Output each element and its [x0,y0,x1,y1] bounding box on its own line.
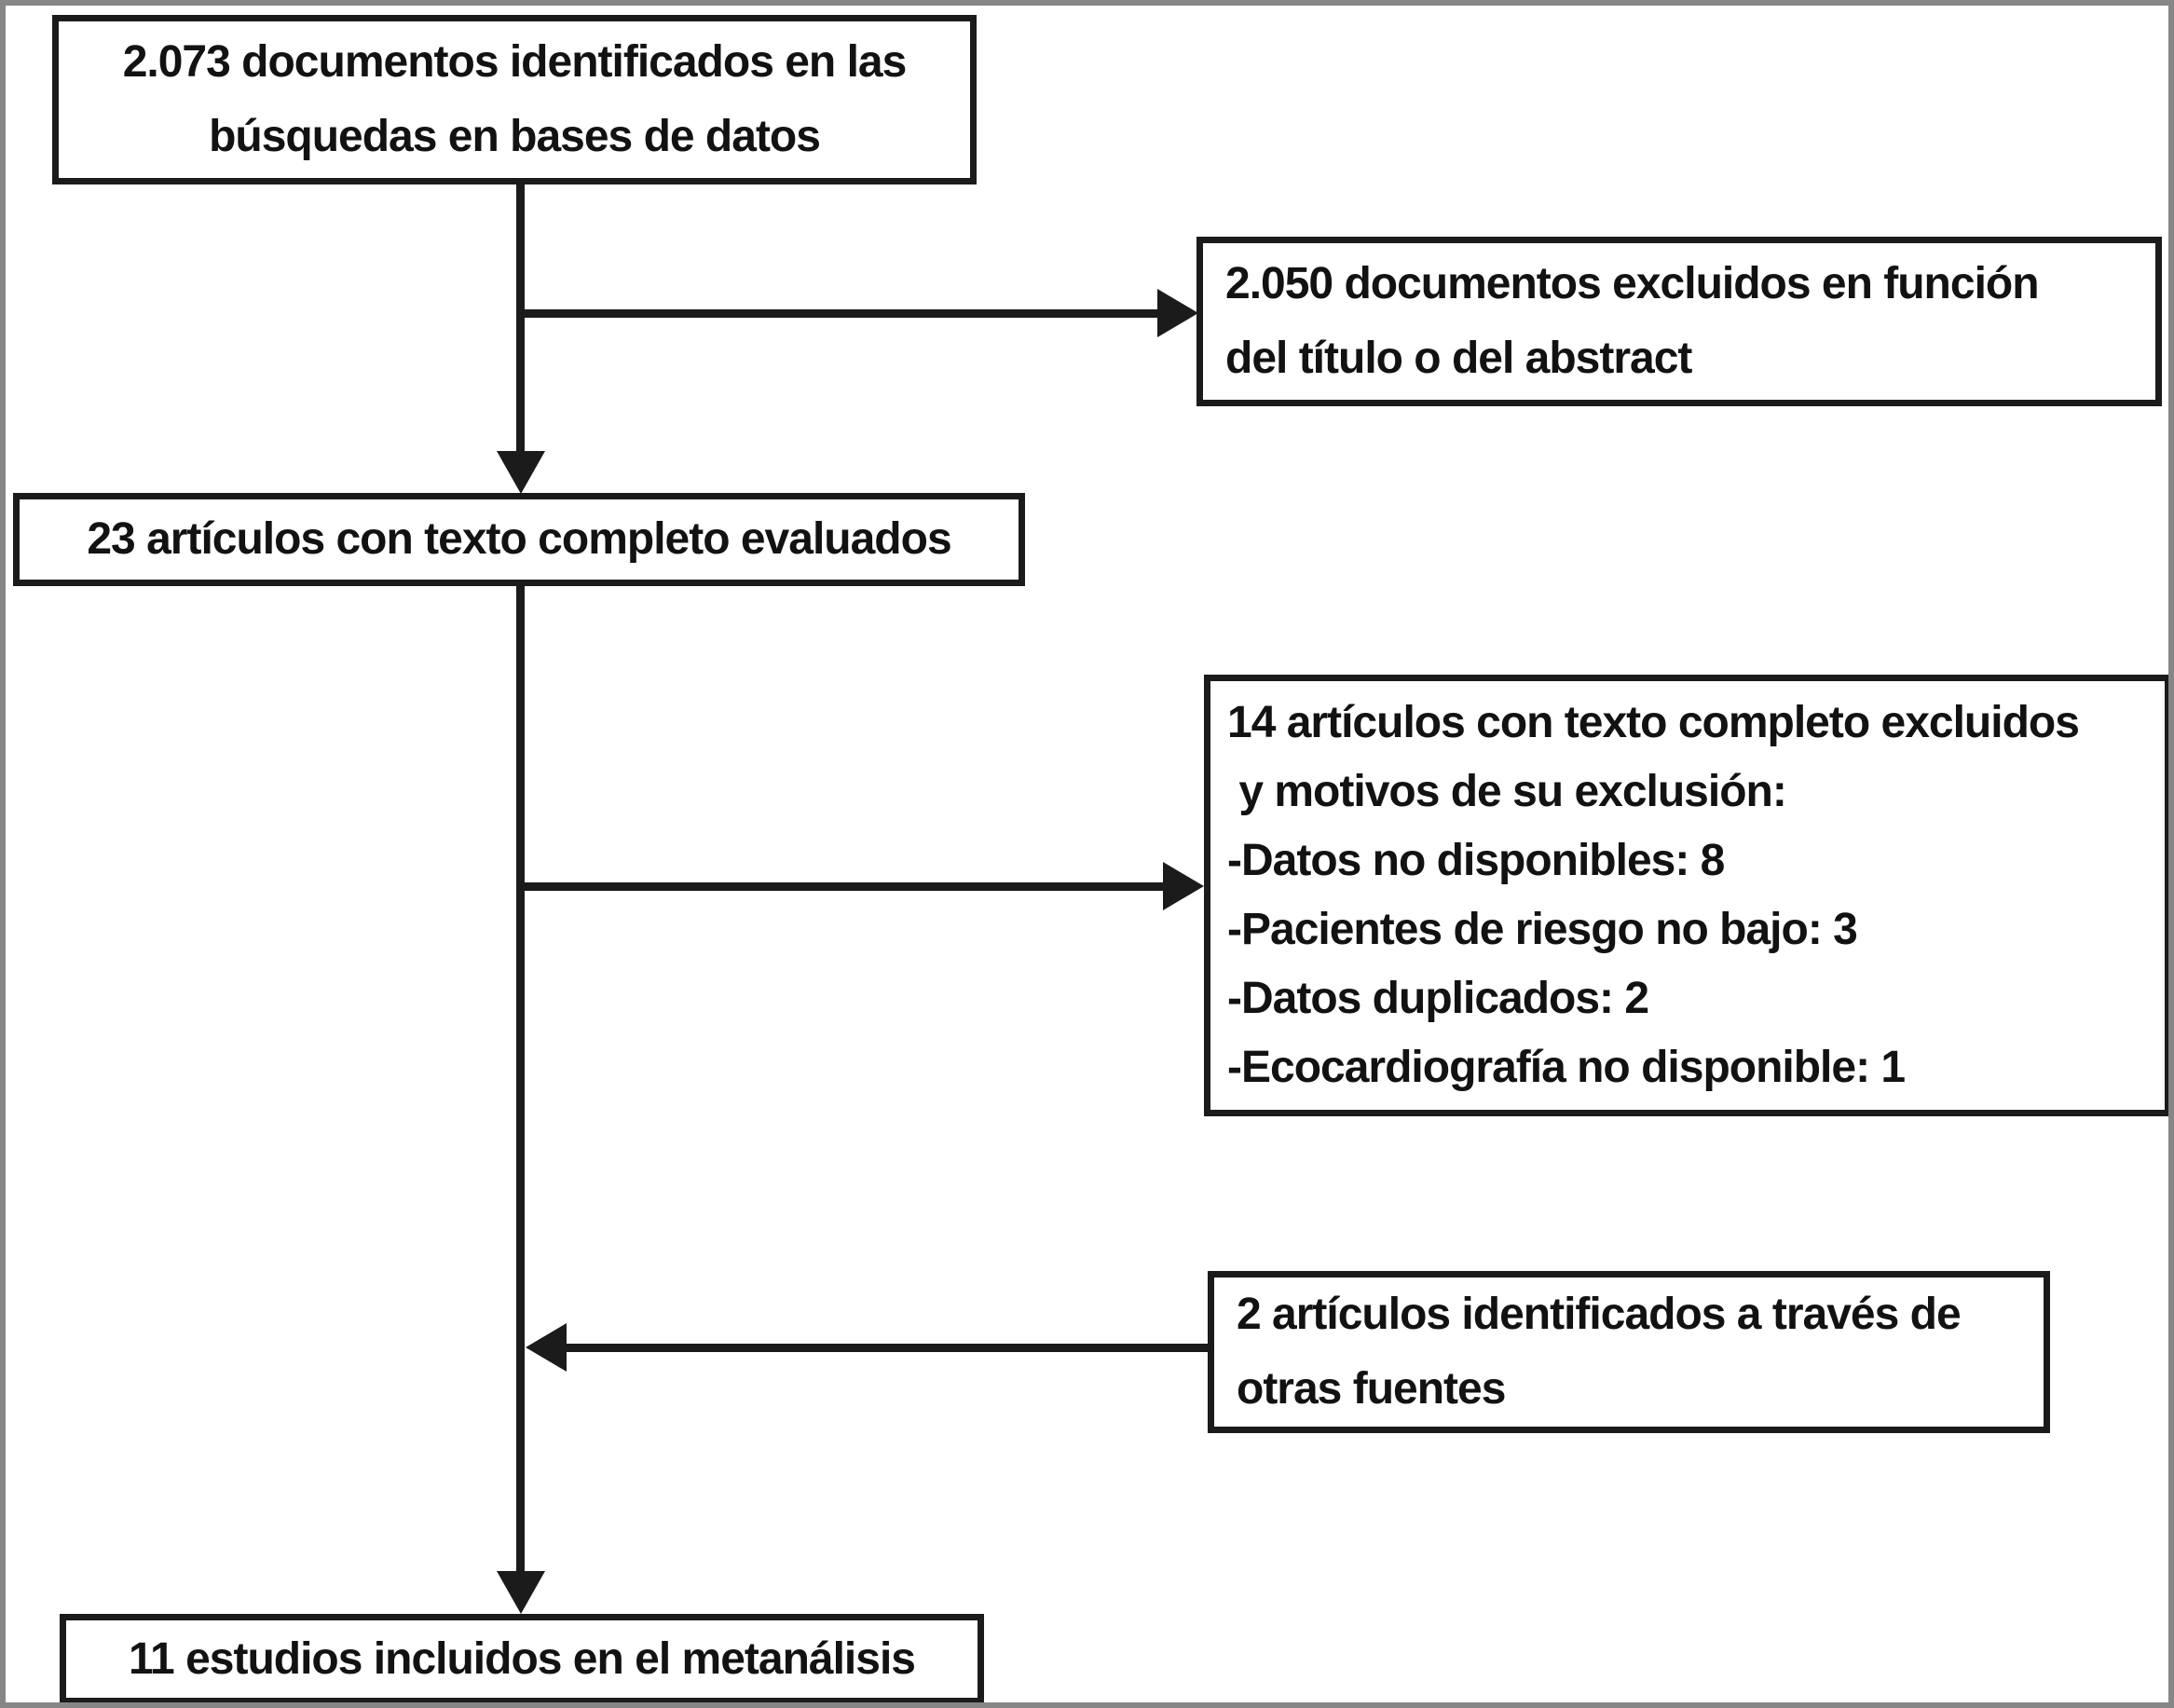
box-text-line: 14 artículos con texto completo excluido… [1227,698,2080,747]
connector-branch-fulltext-excluded [520,882,1165,891]
flow-box-other-sources: 2 artículos identificados a través de ot… [1208,1271,2050,1433]
box-text-line: y motivos de su exclusión: [1227,767,1787,816]
arrowhead-right-fulltext-excluded [1163,862,1204,910]
box-text-line: otras fuentes [1237,1364,1506,1414]
box-text-line: -Datos no disponibles: 8 [1227,836,1725,885]
box-text-line: -Ecocardiografía no disponible: 1 [1227,1043,1906,1092]
box-text-line: búsquedas en bases de datos [209,112,821,161]
connector-branch-screening [520,309,1161,318]
arrowhead-down-1 [497,451,545,494]
arrowhead-left-other-sources [526,1323,567,1372]
connector-down-2 [516,586,525,1573]
box-text-line: 2.050 documentos excluidos en función [1225,259,2040,308]
flow-box-fulltext-excluded: 14 artículos con texto completo excluido… [1204,675,2168,1116]
arrowhead-right-screening [1157,289,1198,337]
arrowhead-down-2 [497,1571,545,1614]
box-text-line: 2.073 documentos identificados en las [122,37,908,87]
flow-box-included: 11 estudios incluidos en el metanálisis [60,1614,984,1702]
box-text-line: 11 estudios incluidos en el metanálisis [129,1633,916,1684]
box-text-line: 23 artículos con texto completo evaluado… [87,514,951,564]
box-text-line: -Pacientes de riesgo no bajo: 3 [1227,905,1858,954]
connector-branch-other-sources [565,1344,1210,1352]
box-text-line: del título o del abstract [1225,334,1692,383]
flow-box-identified: 2.073 documentos identificados en las bú… [52,15,977,184]
connector-down-1 [516,183,525,453]
flow-box-fulltext-assessed: 23 artículos con texto completo evaluado… [13,493,1025,586]
box-text-line: 2 artículos identificados a través de [1237,1290,1962,1339]
box-text-line: -Datos duplicados: 2 [1227,974,1649,1023]
flow-box-excluded-screening: 2.050 documentos excluidos en función de… [1196,237,2162,406]
